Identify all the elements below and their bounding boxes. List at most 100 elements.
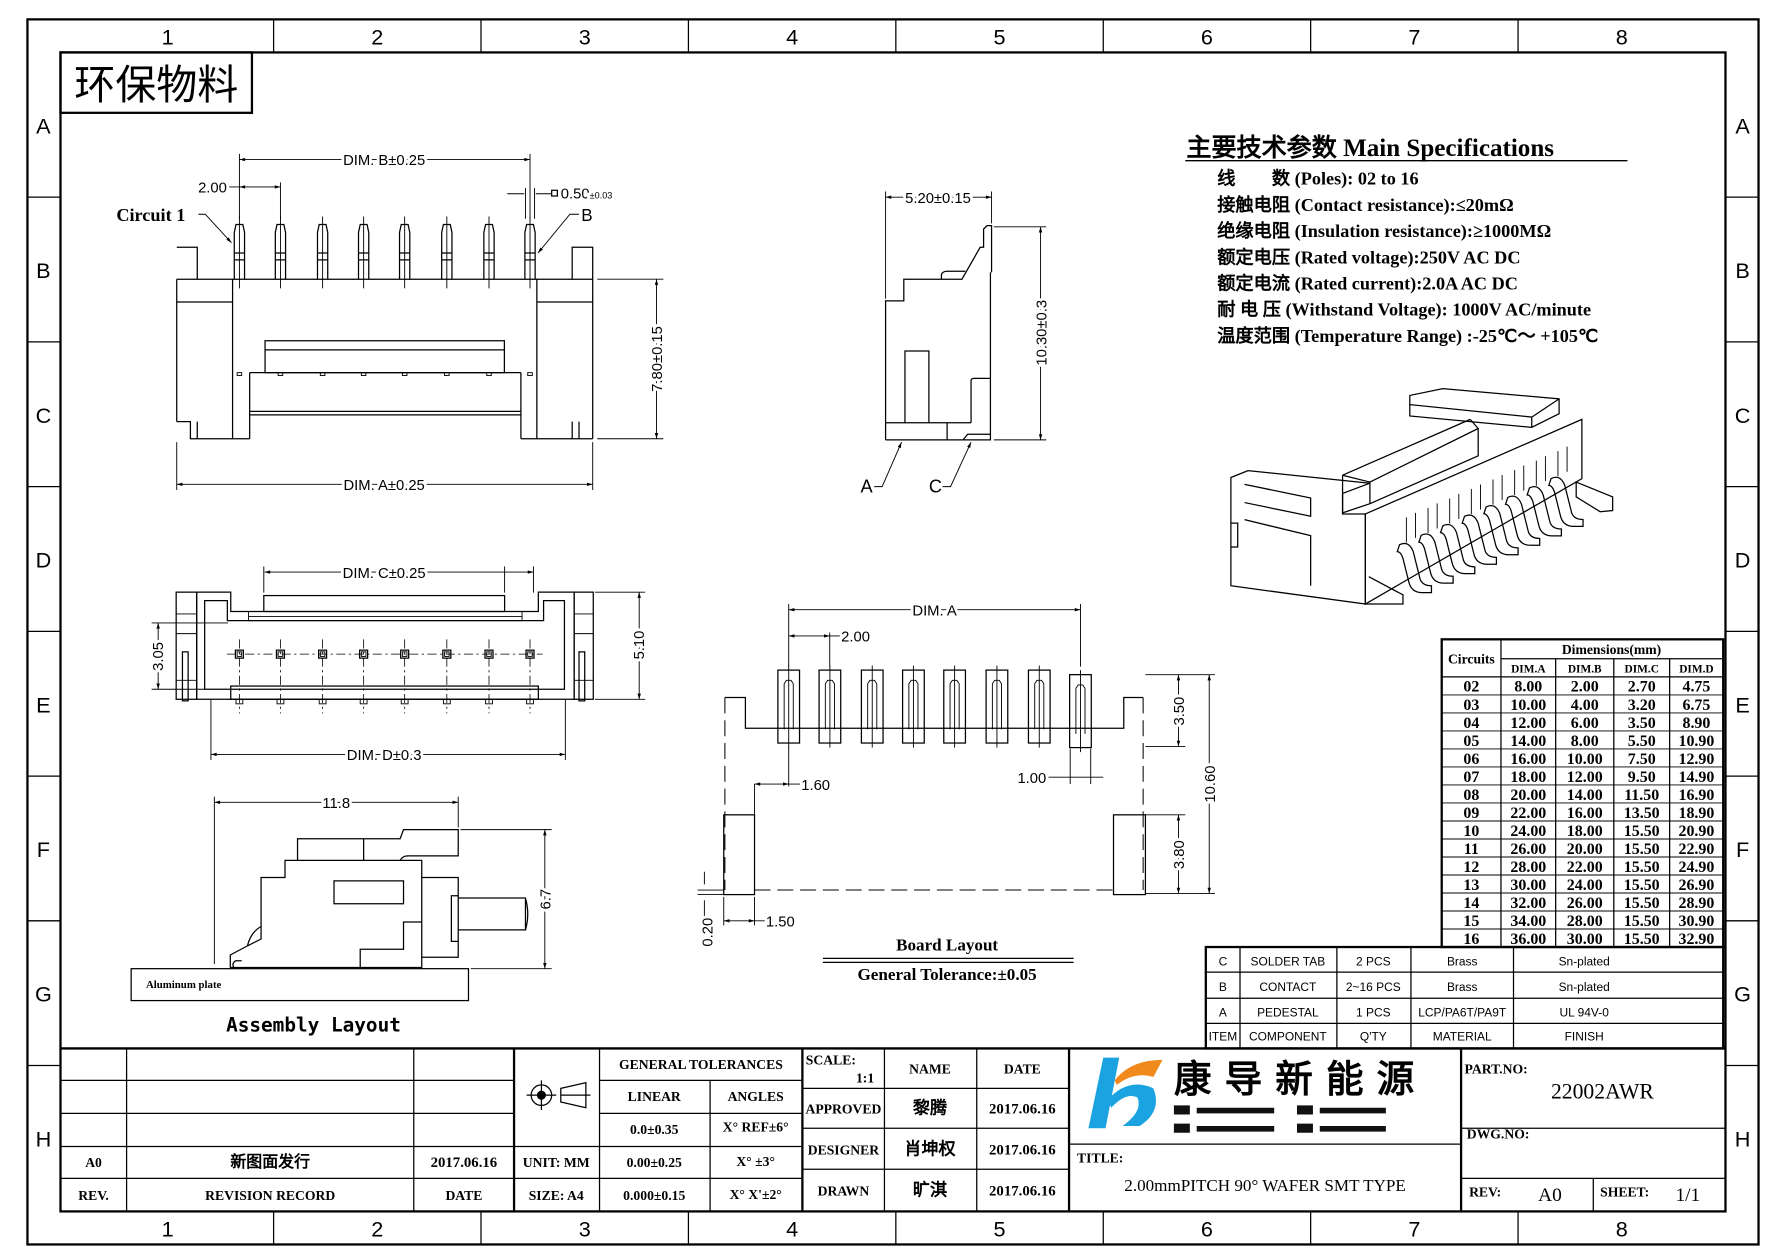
grid-row-label: D	[1735, 548, 1751, 573]
circuit-count: 12	[1463, 859, 1479, 876]
board-pads	[777, 665, 1092, 753]
dim-d-label: DIM. D±0.3	[347, 748, 422, 764]
rev-label: REV:	[1469, 1185, 1501, 1200]
bom-cell: Brass	[1447, 980, 1478, 994]
revision-record: 新图面发行	[230, 1152, 310, 1171]
dimension-value: 34.00	[1510, 913, 1546, 930]
signoff-name: 肖坤权	[904, 1138, 956, 1158]
pad-offset-label: 1.60	[801, 778, 830, 794]
angles-label: ANGLES	[728, 1089, 785, 1104]
grid-row-label: C	[36, 403, 52, 428]
contact	[1418, 533, 1454, 584]
contact	[1439, 523, 1476, 575]
dimension-value: 15.50	[1624, 877, 1660, 894]
solder-tab-pad-right	[1112, 814, 1147, 896]
front-view: DIM. C±0.25 3.05 5.10 DIM. D±0.3	[148, 563, 651, 767]
callout-b-label: B	[581, 206, 592, 225]
height-7-80-label: 7.80±0.15	[650, 326, 666, 392]
dimension-value: 18.00	[1510, 769, 1546, 786]
angle-tolerance: X° REF±6°	[723, 1120, 789, 1135]
grid-column-label: 1	[162, 1216, 174, 1241]
revision-value: A0	[1538, 1185, 1562, 1206]
grid-column-label: 7	[1408, 1216, 1420, 1241]
grid-row-label: F	[37, 837, 50, 862]
size-label: SIZE: A4	[529, 1188, 584, 1203]
dimension-value: 20.00	[1510, 787, 1546, 804]
contact	[1547, 476, 1584, 528]
dimension-value: 20.00	[1567, 841, 1603, 858]
dim-column-header: DIM.D	[1679, 663, 1713, 675]
dimension-value: 12.90	[1678, 751, 1714, 768]
dim-column-header: DIM.B	[1568, 663, 1602, 675]
circuit-count: 07	[1463, 769, 1479, 786]
grid-row-label: G	[35, 982, 52, 1007]
dimension-value: 24.00	[1510, 823, 1546, 840]
contact	[1483, 504, 1519, 556]
tab-length-label: 3.80	[1172, 840, 1188, 869]
dimension-value: 12.00	[1510, 715, 1546, 732]
company-logo: 康 导 新 能 源	[1088, 1057, 1415, 1133]
bom-cell: Sn-plated	[1559, 980, 1610, 994]
callout-c-label: C	[929, 475, 942, 496]
dim-b-label: DIM. B±0.25	[343, 153, 425, 169]
dimension-value: 3.20	[1628, 697, 1656, 714]
solder-tab-pad-left	[723, 814, 756, 896]
dimension-value: 14.90	[1678, 769, 1714, 786]
grid-column-label: 5	[994, 1216, 1006, 1241]
tab-width-label: 1.50	[766, 915, 795, 931]
bom-header-cell: COMPONENT	[1249, 1029, 1327, 1043]
circuit-count: 16	[1463, 931, 1479, 948]
dimension-value: 32.00	[1510, 895, 1546, 912]
dimension-value: 11.50	[1624, 787, 1659, 804]
linear-tolerance: 0.000±0.15	[623, 1188, 685, 1203]
logo-mark-blue	[1088, 1057, 1156, 1129]
dimension-value: 8.90	[1682, 715, 1710, 732]
top-view-pins	[233, 216, 536, 376]
grid-column-label: 4	[786, 24, 798, 49]
contact	[1526, 486, 1563, 537]
dimension-value: 8.00	[1514, 679, 1542, 696]
assembly-layout-title: Assembly Layout	[226, 1013, 401, 1036]
grid-row-label: B	[36, 258, 50, 283]
circuit-count: 10	[1463, 823, 1479, 840]
dwg-no-label: DWG.NO:	[1467, 1126, 1530, 1141]
revision-rev: A0	[85, 1155, 102, 1170]
dimension-value: 14.00	[1567, 787, 1603, 804]
dimension-value: 24.00	[1567, 877, 1603, 894]
pitch-label: 2.00	[198, 181, 227, 197]
dimension-value: 10.00	[1510, 697, 1546, 714]
contact	[1461, 514, 1498, 565]
dimension-value: 2.70	[1628, 679, 1656, 696]
spec-item: 额定电压 (Rated voltage):250V AC DC	[1217, 246, 1520, 268]
top-view: DIM. B±0.25 2.00 0.50±0.03 Circuit 1 B 7…	[116, 150, 669, 496]
bom-header-cell: MATERIAL	[1433, 1029, 1492, 1043]
scale-value: 1:1	[856, 1071, 874, 1086]
bom-cell: 2 PCS	[1356, 954, 1391, 968]
grid-column-label: 6	[1201, 1216, 1213, 1241]
front-total-height-label: 5.10	[632, 631, 648, 660]
isometric-contacts	[1396, 446, 1584, 594]
dimension-value: 12.00	[1567, 769, 1603, 786]
dimension-value: 26.90	[1678, 877, 1714, 894]
dimension-value: 10.90	[1678, 733, 1714, 750]
sheet-value: 1/1	[1675, 1185, 1700, 1206]
dimension-value: 18.00	[1567, 823, 1603, 840]
dimension-value: 6.00	[1571, 715, 1599, 732]
main-specifications: 主要技术参数 Main Specifications 线 数 (Poles): …	[1185, 133, 1628, 347]
linear-tolerance: 0.0±0.35	[630, 1122, 679, 1137]
title-label: TITLE:	[1077, 1150, 1123, 1165]
dimension-value: 15.50	[1624, 841, 1660, 858]
grid-row-label: G	[1734, 982, 1751, 1007]
dimension-value: 8.00	[1571, 733, 1599, 750]
dimension-value: 30.90	[1678, 913, 1714, 930]
general-tolerances-title: GENERAL TOLERANCES	[619, 1057, 783, 1072]
